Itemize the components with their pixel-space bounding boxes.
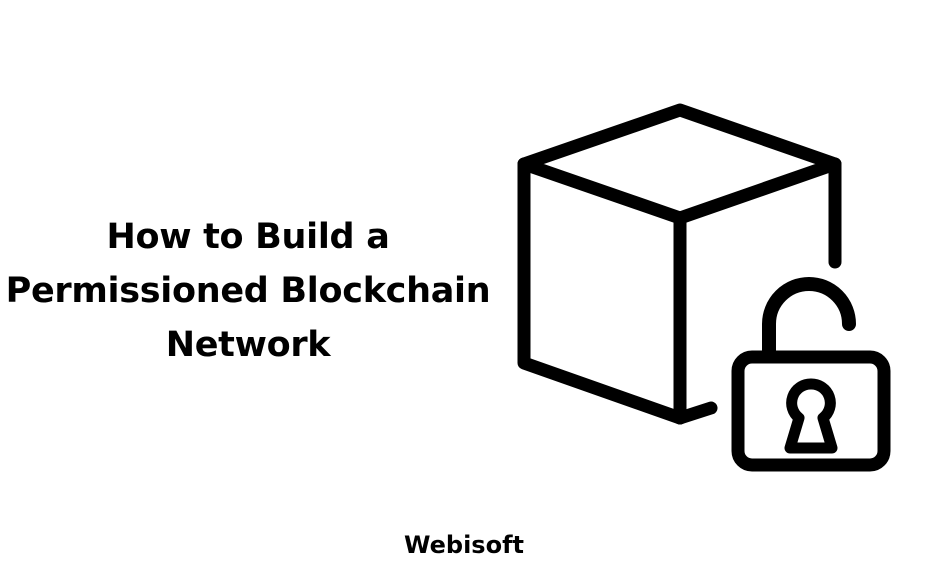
brand-name: Webisoft <box>404 531 524 559</box>
blockchain-lock-illustration <box>517 103 891 472</box>
cube-icon <box>517 103 842 425</box>
title-line-1: How to Build a <box>106 217 390 257</box>
page-title: How to Build a Permissioned Blockchain N… <box>0 210 496 372</box>
title-line-3: Network <box>165 325 331 365</box>
title-line-2: Permissioned Blockchain <box>5 271 491 311</box>
unlocked-padlock-icon <box>731 277 891 472</box>
